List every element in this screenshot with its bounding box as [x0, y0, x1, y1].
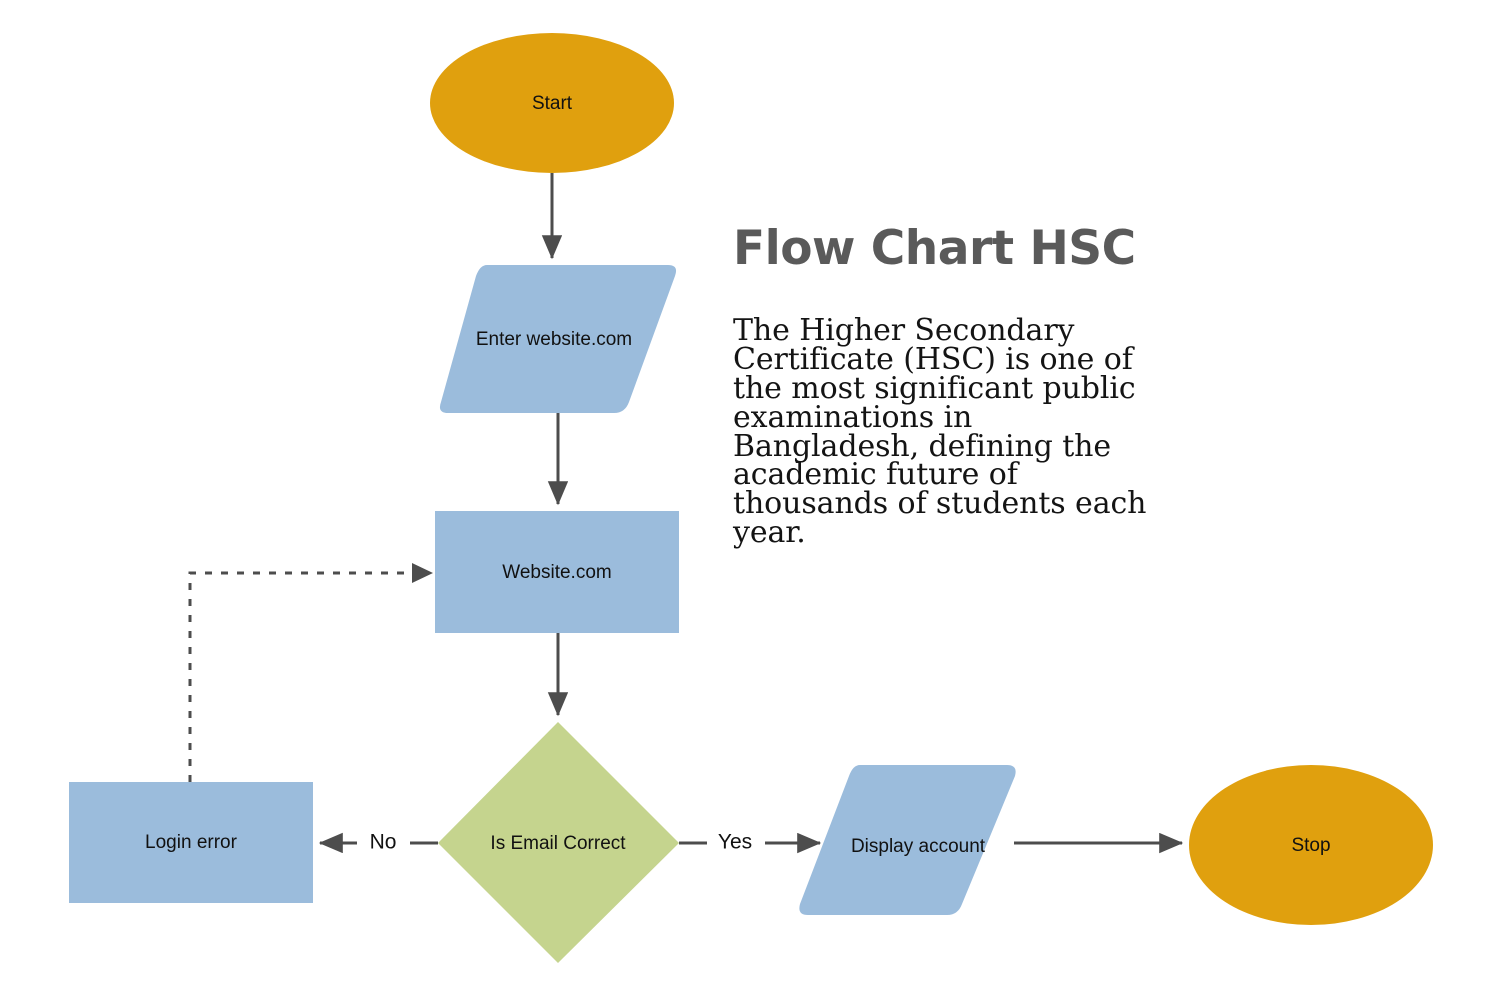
- edge-error-to-website-arrowhead: [412, 563, 433, 583]
- node-decision[interactable]: Is Email Correct: [438, 722, 679, 963]
- stop-ellipse-shape: [1189, 765, 1433, 925]
- stop-label: Stop: [1291, 835, 1330, 856]
- node-start[interactable]: Start: [430, 33, 674, 173]
- description-text: The Higher Secondary Certificate (HSC) i…: [733, 313, 1147, 550]
- node-website[interactable]: Website.com: [435, 511, 679, 633]
- start-ellipse-shape: [430, 33, 674, 173]
- connector-layer: [188, 173, 1184, 854]
- decision-diamond-shape: [438, 722, 679, 963]
- login-error-label: Login error: [145, 832, 238, 853]
- display-account-label: Display account: [851, 836, 986, 857]
- edge-label-layer: No Yes: [370, 831, 753, 854]
- edge-label-yes: Yes: [718, 831, 752, 854]
- node-layer: Start Enter website.com Website.com Is E…: [69, 33, 1433, 963]
- enter-website-parallelogram-shape: [439, 265, 677, 413]
- page-title: Flow Chart HSC: [733, 221, 1136, 276]
- node-display-account[interactable]: Display account: [799, 765, 1016, 915]
- decision-label: Is Email Correct: [490, 833, 626, 854]
- enter-website-label: Enter website.com: [476, 329, 632, 350]
- description-panel: Flow Chart HSC The Higher Secondary Cert…: [733, 224, 1163, 548]
- node-enter-website[interactable]: Enter website.com: [439, 265, 677, 413]
- login-error-rect-shape: [69, 782, 313, 903]
- start-label: Start: [532, 93, 573, 114]
- display-account-parallelogram-shape: [799, 765, 1016, 915]
- website-rect-shape: [435, 511, 679, 633]
- edge-error-to-website-dashed: [188, 571, 412, 782]
- node-stop[interactable]: Stop: [1189, 765, 1433, 925]
- website-label: Website.com: [502, 562, 611, 583]
- edge-label-no: No: [370, 831, 397, 854]
- node-login-error[interactable]: Login error: [69, 782, 313, 903]
